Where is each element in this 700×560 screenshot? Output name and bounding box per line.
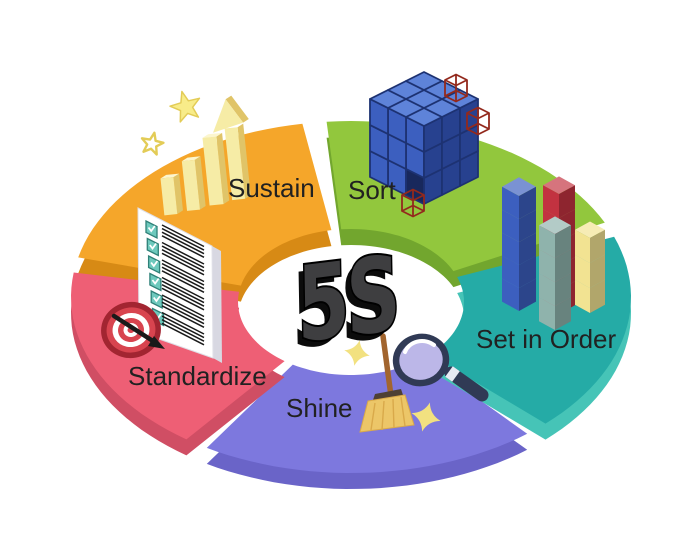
label-set-in-order: Set in Order <box>476 324 617 354</box>
center-5s-text: 5S 5S <box>290 233 399 373</box>
label-sustain: Sustain <box>228 173 315 203</box>
sorted-columns-icon <box>502 176 605 330</box>
label-standardize: Standardize <box>128 361 267 391</box>
growth-bars-icon <box>140 90 251 216</box>
cube-blocks-icon <box>369 71 490 218</box>
target-dart-icon <box>101 301 165 359</box>
magnifier-icon <box>392 333 489 402</box>
label-shine: Shine <box>286 393 353 423</box>
center-5s-shadow: 5S <box>290 241 392 373</box>
center-5s-face: 5S <box>296 235 398 367</box>
sparkles-icon <box>344 340 441 432</box>
broom-icon <box>359 333 415 433</box>
label-sort: Sort <box>348 175 396 205</box>
